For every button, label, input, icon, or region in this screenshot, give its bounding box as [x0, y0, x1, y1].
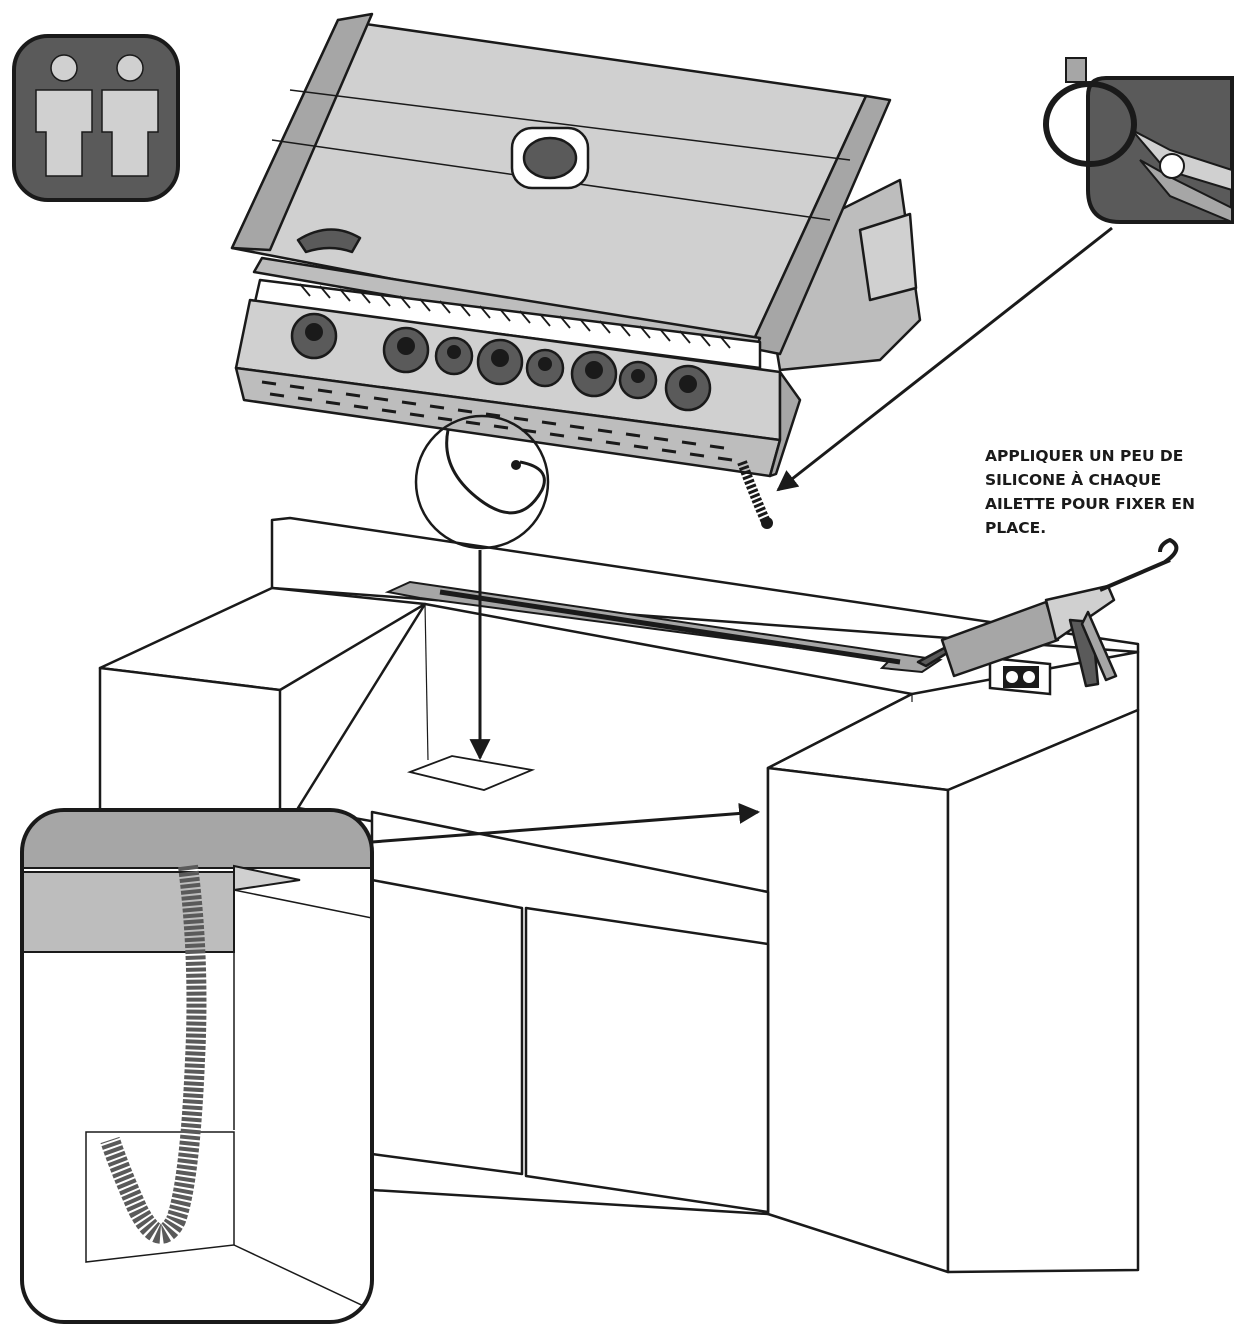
instruction-line-4: PLACE. — [985, 519, 1047, 537]
gas-hose — [737, 460, 773, 529]
right-block-front — [766, 766, 950, 1274]
back-wall — [270, 516, 1140, 654]
right-block-side — [946, 708, 1140, 1274]
electrical-outlet-icon — [988, 656, 1052, 696]
instruction-arrows — [371, 226, 1113, 844]
gas-line-opening — [406, 755, 536, 791]
power-cord-callout — [414, 414, 550, 550]
cut-cable-tie-icon — [1043, 57, 1234, 224]
hose-detail-inset — [20, 808, 374, 1324]
left-block-front — [98, 666, 282, 814]
right-door — [524, 906, 770, 1214]
instruction-line-1: APPLIQUER UN PEU DE — [985, 447, 1184, 465]
corrugated-hose — [100, 864, 207, 1244]
caulking-gun-icon — [916, 538, 1179, 688]
bbq-grill-head — [230, 12, 922, 478]
instruction-line-2: SILICONE À CHAQUE — [985, 471, 1162, 489]
gasket-strip — [384, 580, 943, 674]
two-person-icon — [12, 34, 180, 202]
silicone-instruction-text: APPLIQUER UN PEU DE SILICONE À CHAQUE AI… — [985, 444, 1225, 540]
island-cabinet — [98, 516, 1140, 1274]
left-door — [370, 878, 524, 1176]
instruction-line-3: AILETTE POUR FIXER EN — [985, 495, 1195, 513]
